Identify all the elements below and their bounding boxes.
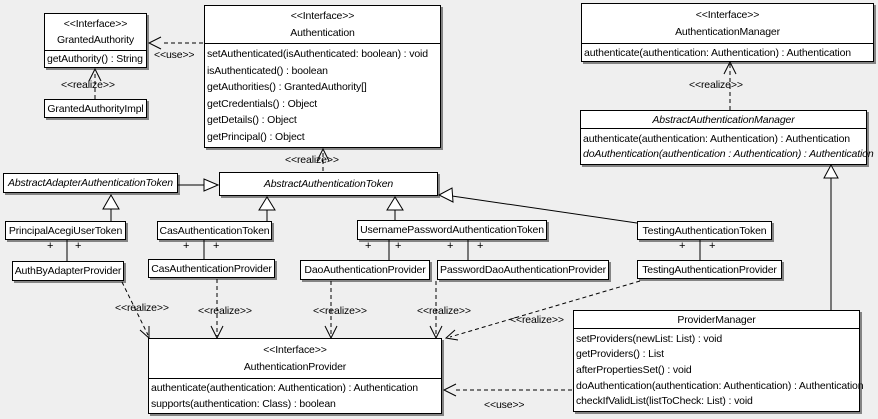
class-name: AuthenticationManager [675,26,780,38]
class-authentication-manager: <<Interface>> AuthenticationManager auth… [581,3,874,62]
class-testing-authentication-provider: TestingAuthenticationProvider [637,260,782,279]
generalization-edge-principal-token [102,193,120,221]
class-method: doAuthentication(authentication : Authen… [583,148,874,161]
generalization-edge-username-token [386,196,404,220]
class-method: checkIfValidList(listToCheck: List) : vo… [576,395,753,408]
class-name: PrincipalAcegiUserToken [8,224,123,237]
class-name: GrantedAuthority [57,34,134,46]
class-abstract-authentication-manager: AbstractAuthenticationManager authentica… [580,110,874,165]
class-authentication: <<Interface>> Authentication setAuthenti… [204,5,441,148]
class-name: CasAuthenticationToken [159,224,270,237]
class-stereotype: <<Interface>> [263,344,327,356]
class-method: authenticate(authentication: Authenticat… [151,382,418,395]
class-name: AuthenticationProvider [243,361,347,373]
use-edge-authentication-to-granted-authority [147,36,203,50]
class-abstract-adapter-authentication-token: AbstractAdapterAuthenticationToken [3,173,178,193]
realize-label: <<realize>> [115,302,169,314]
class-name: GrantedAuthorityImpl [47,102,144,115]
class-method: authenticate(authentication: Authenticat… [584,46,851,59]
use-label: <<use>> [154,49,195,61]
class-method: getAuthorities() : GrantedAuthority[] [207,81,367,94]
class-granted-authority: <<Interface>> GrantedAuthority getAuthor… [44,13,147,68]
class-method: getDetails() : Object [207,114,297,127]
class-cas-authentication-provider: CasAuthenticationProvider [148,259,275,278]
generalization-edge-provider-manager [823,163,839,310]
class-password-dao-authentication-provider: PasswordDaoAuthenticationProvider [437,260,609,280]
class-principal-acegi-user-token: PrincipalAcegiUserToken [5,221,126,240]
class-method: afterPropertiesSet() : void [576,363,692,376]
use-edge-provider-manager-to-authentication-provider [442,383,572,397]
use-label: <<use>> [484,399,525,411]
generalization-edge-cas-token [258,196,276,221]
class-name: TestingAuthenticationToken [642,224,767,237]
class-stereotype: <<Interface>> [290,10,355,23]
realize-label: <<realize>> [417,305,471,317]
class-name: DaoAuthenticationProvider [304,264,426,276]
class-name: ProviderManager [677,313,756,326]
realize-label: <<realize>> [61,79,115,91]
class-method: setAuthenticated(isAuthenticated: boolea… [207,48,428,61]
multiplicity-plus: + [183,240,190,252]
class-abstract-authentication-token: AbstractAuthenticationToken [219,172,438,196]
class-name: AuthByAdapterProvider [14,265,122,277]
realize-label: <<realize>> [313,305,367,317]
class-testing-authentication-token: TestingAuthenticationToken [637,221,772,240]
generalization-edge-abstract-adapter-to-abstract-token [178,178,220,192]
class-method: authenticate(authentication: Authenticat… [583,132,850,145]
class-method: getAuthority() : String [47,53,143,65]
class-name: Authentication [290,26,355,39]
class-name: AbstractAdapterAuthenticationToken [8,177,173,189]
multiplicity-plus: + [447,240,454,252]
class-method: isAuthenticated() : boolean [207,64,328,77]
class-cas-authentication-token: CasAuthenticationToken [157,221,272,240]
multiplicity-plus: + [709,240,716,252]
class-authentication-provider: <<Interface>> AuthenticationProvider aut… [148,338,442,414]
class-method: supports(authentication: Class) : boolea… [151,397,336,410]
class-username-password-authentication-token: UsernamePasswordAuthenticationToken [357,220,547,240]
class-method: getProviders() : List [576,348,664,361]
class-dao-authentication-provider: DaoAuthenticationProvider [300,260,430,280]
class-stereotype: <<Interface>> [695,9,760,21]
realize-label: <<realize>> [285,154,339,166]
multiplicity-plus: + [395,240,402,252]
class-method: doAuthentication(authentication: Authent… [576,379,864,392]
realize-label: <<realize>> [198,305,252,317]
association-edges [66,240,701,261]
multiplicity-plus: + [75,240,82,252]
class-provider-manager: ProviderManager setProviders(newList: Li… [573,310,864,412]
class-method: setProviders(newList: List) : void [576,332,723,345]
multiplicity-plus: + [47,240,54,252]
class-name: UsernamePasswordAuthenticationToken [360,224,544,236]
class-stereotype: <<Interface>> [63,18,128,30]
realize-label: <<realize>> [510,314,564,326]
class-name: TestingAuthenticationProvider [642,263,777,276]
multiplicity-plus: + [679,240,686,252]
class-granted-authority-impl: GrantedAuthorityImpl [44,99,147,118]
class-method: getPrincipal() : Object [207,130,305,143]
class-name: CasAuthenticationProvider [151,262,272,275]
class-name: PasswordDaoAuthenticationProvider [439,264,607,276]
class-method: getCredentials() : Object [207,97,318,110]
generalization-edge-testing-token [437,187,638,224]
multiplicity-plus: + [477,240,484,252]
multiplicity-plus: + [365,240,372,252]
class-name: AbstractAuthenticationToken [263,178,394,190]
realize-label: <<realize>> [689,79,743,91]
class-auth-by-adapter-provider: AuthByAdapterProvider [12,261,124,281]
class-name: AbstractAuthenticationManager [652,113,795,126]
multiplicity-plus: + [213,240,220,252]
